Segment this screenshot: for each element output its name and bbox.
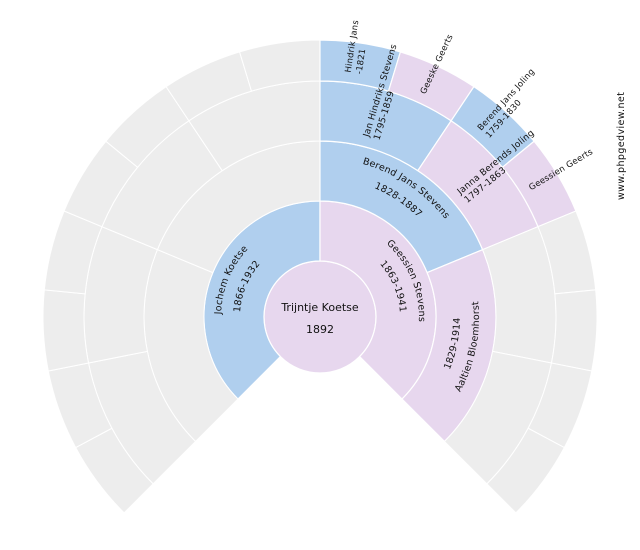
fan-rings-layer bbox=[42, 39, 598, 514]
fan-segment-empty-g5-16 bbox=[486, 427, 565, 514]
watermark-label: www.phpgedview.net bbox=[616, 92, 627, 200]
root-person-dates: 1892 bbox=[306, 323, 334, 336]
root-person-name: Trijntje Koetse bbox=[280, 301, 359, 314]
fan-segment-empty-g5-14 bbox=[550, 289, 598, 372]
g5-9-dates: -1821 bbox=[355, 48, 369, 75]
fan-segment-empty-g5-3 bbox=[42, 289, 90, 372]
